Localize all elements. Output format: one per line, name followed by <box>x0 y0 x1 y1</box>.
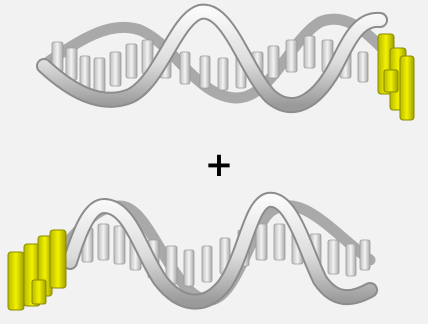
plus-operator: + <box>205 145 234 185</box>
sticky-end-top-right <box>377 33 415 121</box>
sticky-end-bottom-left <box>7 229 67 311</box>
dna-duplex-top <box>36 3 415 121</box>
dna-duplex-bottom <box>7 191 378 311</box>
backbone-back-strand <box>42 13 401 104</box>
